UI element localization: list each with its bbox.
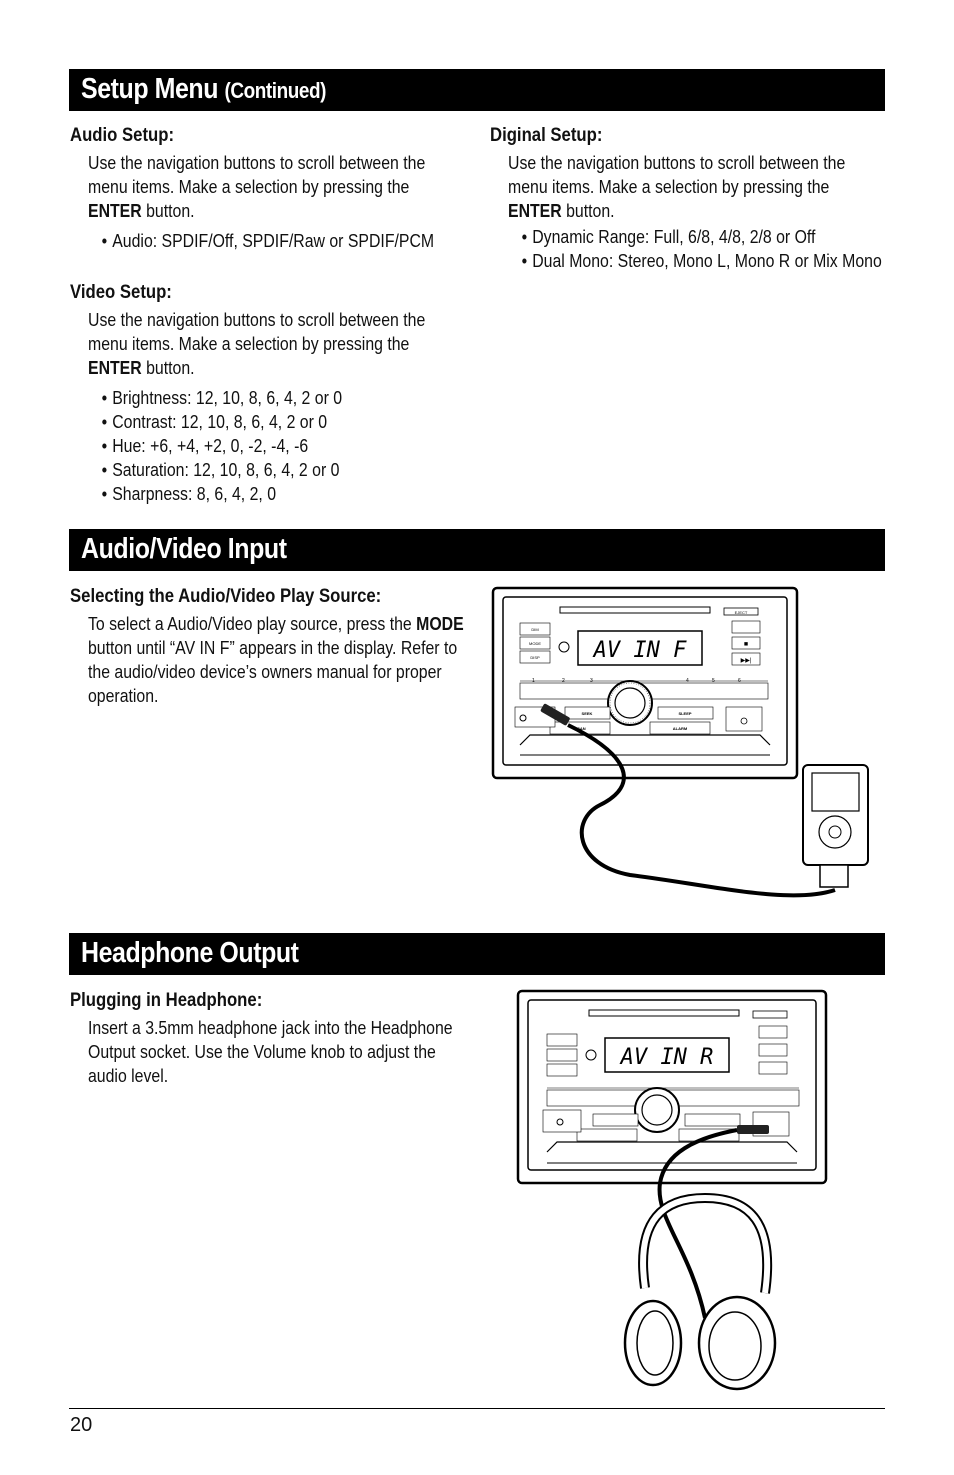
lcd-display: AV IN F: [592, 638, 687, 663]
preset-3: 3: [590, 678, 593, 684]
audio-setup-list: Audio: SPDIF/Off, SPDIF/Raw or SPDIF/PCM: [70, 229, 471, 253]
next-icon: ▶▶|: [741, 658, 752, 664]
mode-keyword: MODE: [416, 614, 464, 634]
setup-menu-title-suffix: (Continued): [224, 78, 327, 103]
list-item: Audio: SPDIF/Off, SPDIF/Raw or SPDIF/PCM: [102, 229, 472, 253]
stop-icon: ■: [744, 641, 748, 648]
diginal-setup-text: Use the navigation buttons to scroll bet…: [508, 153, 846, 221]
page-number: 20: [70, 1414, 93, 1436]
preset-2: 2: [562, 678, 565, 684]
audio-setup-text: Use the navigation buttons to scroll bet…: [88, 153, 426, 221]
av-input-heading: Selecting the Audio/Video Play Source:: [70, 586, 382, 607]
audio-setup-heading: Audio Setup:: [70, 125, 175, 146]
av-input-section: Selecting the Audio/Video Play Source: T…: [70, 586, 518, 708]
disp-label: DISP: [530, 655, 540, 660]
diginal-setup-heading: Diginal Setup:: [490, 125, 603, 146]
list-item: Hue: +6, +4, +2, 0, -2, -4, -6: [102, 434, 472, 458]
video-setup-heading: Video Setup:: [70, 282, 172, 303]
headphone-section: Plugging in Headphone: Insert a 3.5mm he…: [70, 990, 518, 1088]
video-setup-text: Use the navigation buttons to scroll bet…: [88, 310, 426, 378]
list-item: Saturation: 12, 10, 8, 6, 4, 2 or 0: [102, 458, 472, 482]
seek-label: SEEK: [582, 711, 593, 716]
video-setup-list: Brightness: 12, 10, 8, 6, 4, 2 or 0 Cont…: [70, 386, 471, 506]
headphone-heading: Plugging in Headphone:: [70, 990, 263, 1011]
sleep-label: SLEEP: [678, 711, 691, 716]
footer-rule: [69, 1408, 885, 1409]
headphone-text: Insert a 3.5mm headphone jack into the H…: [88, 1018, 453, 1086]
diginal-setup-section: Diginal Setup: Use the navigation button…: [490, 125, 946, 273]
enter-keyword: ENTER: [88, 358, 142, 378]
enter-keyword: ENTER: [88, 201, 142, 221]
list-item: Dynamic Range: Full, 6/8, 4/8, 2/8 or Of…: [522, 225, 892, 249]
av-input-banner: Audio/Video Input: [69, 529, 885, 571]
lcd-display: AV IN R: [619, 1045, 714, 1070]
setup-menu-banner: Setup Menu (Continued): [69, 69, 885, 111]
av-input-illustration: EJECT DIM MODE DISP AV IN F ■ ▶▶| 1 2 3 …: [491, 586, 869, 898]
enter-keyword: ENTER: [508, 201, 562, 221]
preset-4: 4: [686, 678, 689, 684]
alarm-label: ALARM: [673, 726, 688, 731]
list-item: Dual Mono: Stereo, Mono L, Mono R or Mix…: [522, 249, 892, 273]
dim-label: DIM: [531, 627, 538, 632]
list-item: Sharpness: 8, 6, 4, 2, 0: [102, 482, 472, 506]
headphone-title: Headphone Output: [81, 937, 299, 969]
preset-5: 5: [712, 678, 715, 684]
mode-label: MODE: [529, 641, 541, 646]
setup-menu-title: Setup Menu: [81, 73, 219, 105]
headphone-banner: Headphone Output: [69, 933, 885, 975]
preset-1: 1: [532, 678, 535, 684]
video-setup-section: Video Setup: Use the navigation buttons …: [70, 282, 526, 506]
av-input-title: Audio/Video Input: [81, 533, 287, 565]
scan-label: SCAN: [574, 726, 585, 731]
list-item: Brightness: 12, 10, 8, 6, 4, 2 or 0: [102, 386, 472, 410]
eject-label: EJECT: [735, 610, 748, 615]
av-input-text: To select a Audio/Video play source, pre…: [88, 614, 464, 706]
audio-setup-section: Audio Setup: Use the navigation buttons …: [70, 125, 526, 253]
preset-6: 6: [738, 678, 741, 684]
list-item: Contrast: 12, 10, 8, 6, 4, 2 or 0: [102, 410, 472, 434]
diginal-setup-list: Dynamic Range: Full, 6/8, 4/8, 2/8 or Of…: [490, 225, 891, 273]
headphone-illustration: AV IN R: [516, 989, 828, 1391]
